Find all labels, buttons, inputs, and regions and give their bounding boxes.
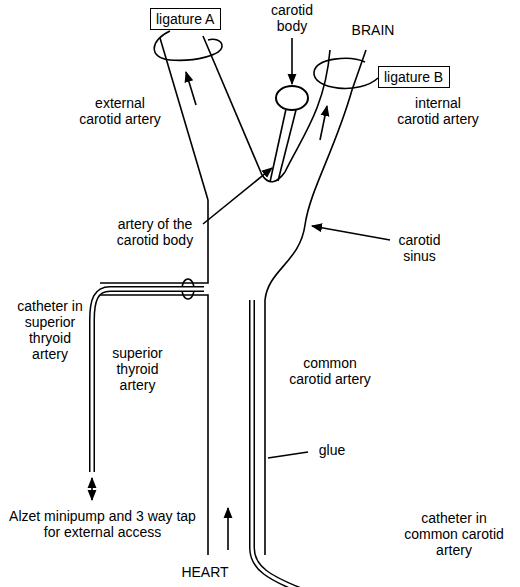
thyroid-catheter: [92, 289, 204, 472]
external-carotid-wall: [203, 36, 262, 175]
access-arrow: [91, 478, 93, 500]
leader-line: [268, 452, 308, 458]
ligature-thread: [314, 58, 378, 88]
flow-arrow: [186, 72, 196, 105]
internal-carotid-wall: [265, 50, 366, 555]
anatomy-label: common carotid artery: [285, 355, 375, 387]
anatomy-label: catheter in superior thryoid artery: [15, 298, 85, 362]
ligature-label: ligature A: [156, 11, 214, 27]
anatomy-label: BRAIN: [348, 22, 398, 38]
thyroid-catheter: [92, 289, 204, 472]
anatomy-label: superior thyroid artery: [110, 345, 165, 393]
anatomy-label: Alzet minipump and 3 way tap for externa…: [5, 508, 200, 540]
ligature-label-box: ligature B: [378, 66, 450, 88]
carotid-body: [276, 86, 308, 110]
carotid-body-artery: [270, 109, 286, 182]
ligature-thread: [154, 31, 222, 60]
flow-arrow: [227, 508, 229, 550]
leader-line: [291, 38, 293, 84]
anatomy-label: external carotid artery: [75, 95, 165, 127]
ligature-label-box: ligature A: [150, 8, 221, 30]
anatomy-label: carotid sinus: [392, 232, 447, 264]
ligature-label: ligature B: [384, 69, 443, 85]
anatomy-label: artery of the carotid body: [110, 216, 200, 248]
leader-line: [203, 168, 272, 224]
common-carotid-wall: [100, 200, 208, 283]
common-catheter: [252, 300, 300, 587]
anatomy-label: catheter in common carotid artery: [395, 510, 513, 558]
common-catheter: [252, 300, 300, 587]
anatomy-label: carotid body: [262, 2, 322, 34]
carotid-body-artery: [278, 110, 296, 181]
anatomy-label: internal carotid artery: [393, 95, 483, 127]
flow-arrow: [320, 106, 327, 140]
anatomy-label: glue: [312, 442, 352, 458]
anatomy-label: HEART: [175, 564, 235, 580]
leader-line: [312, 226, 390, 240]
external-carotid-wall: [160, 38, 208, 200]
